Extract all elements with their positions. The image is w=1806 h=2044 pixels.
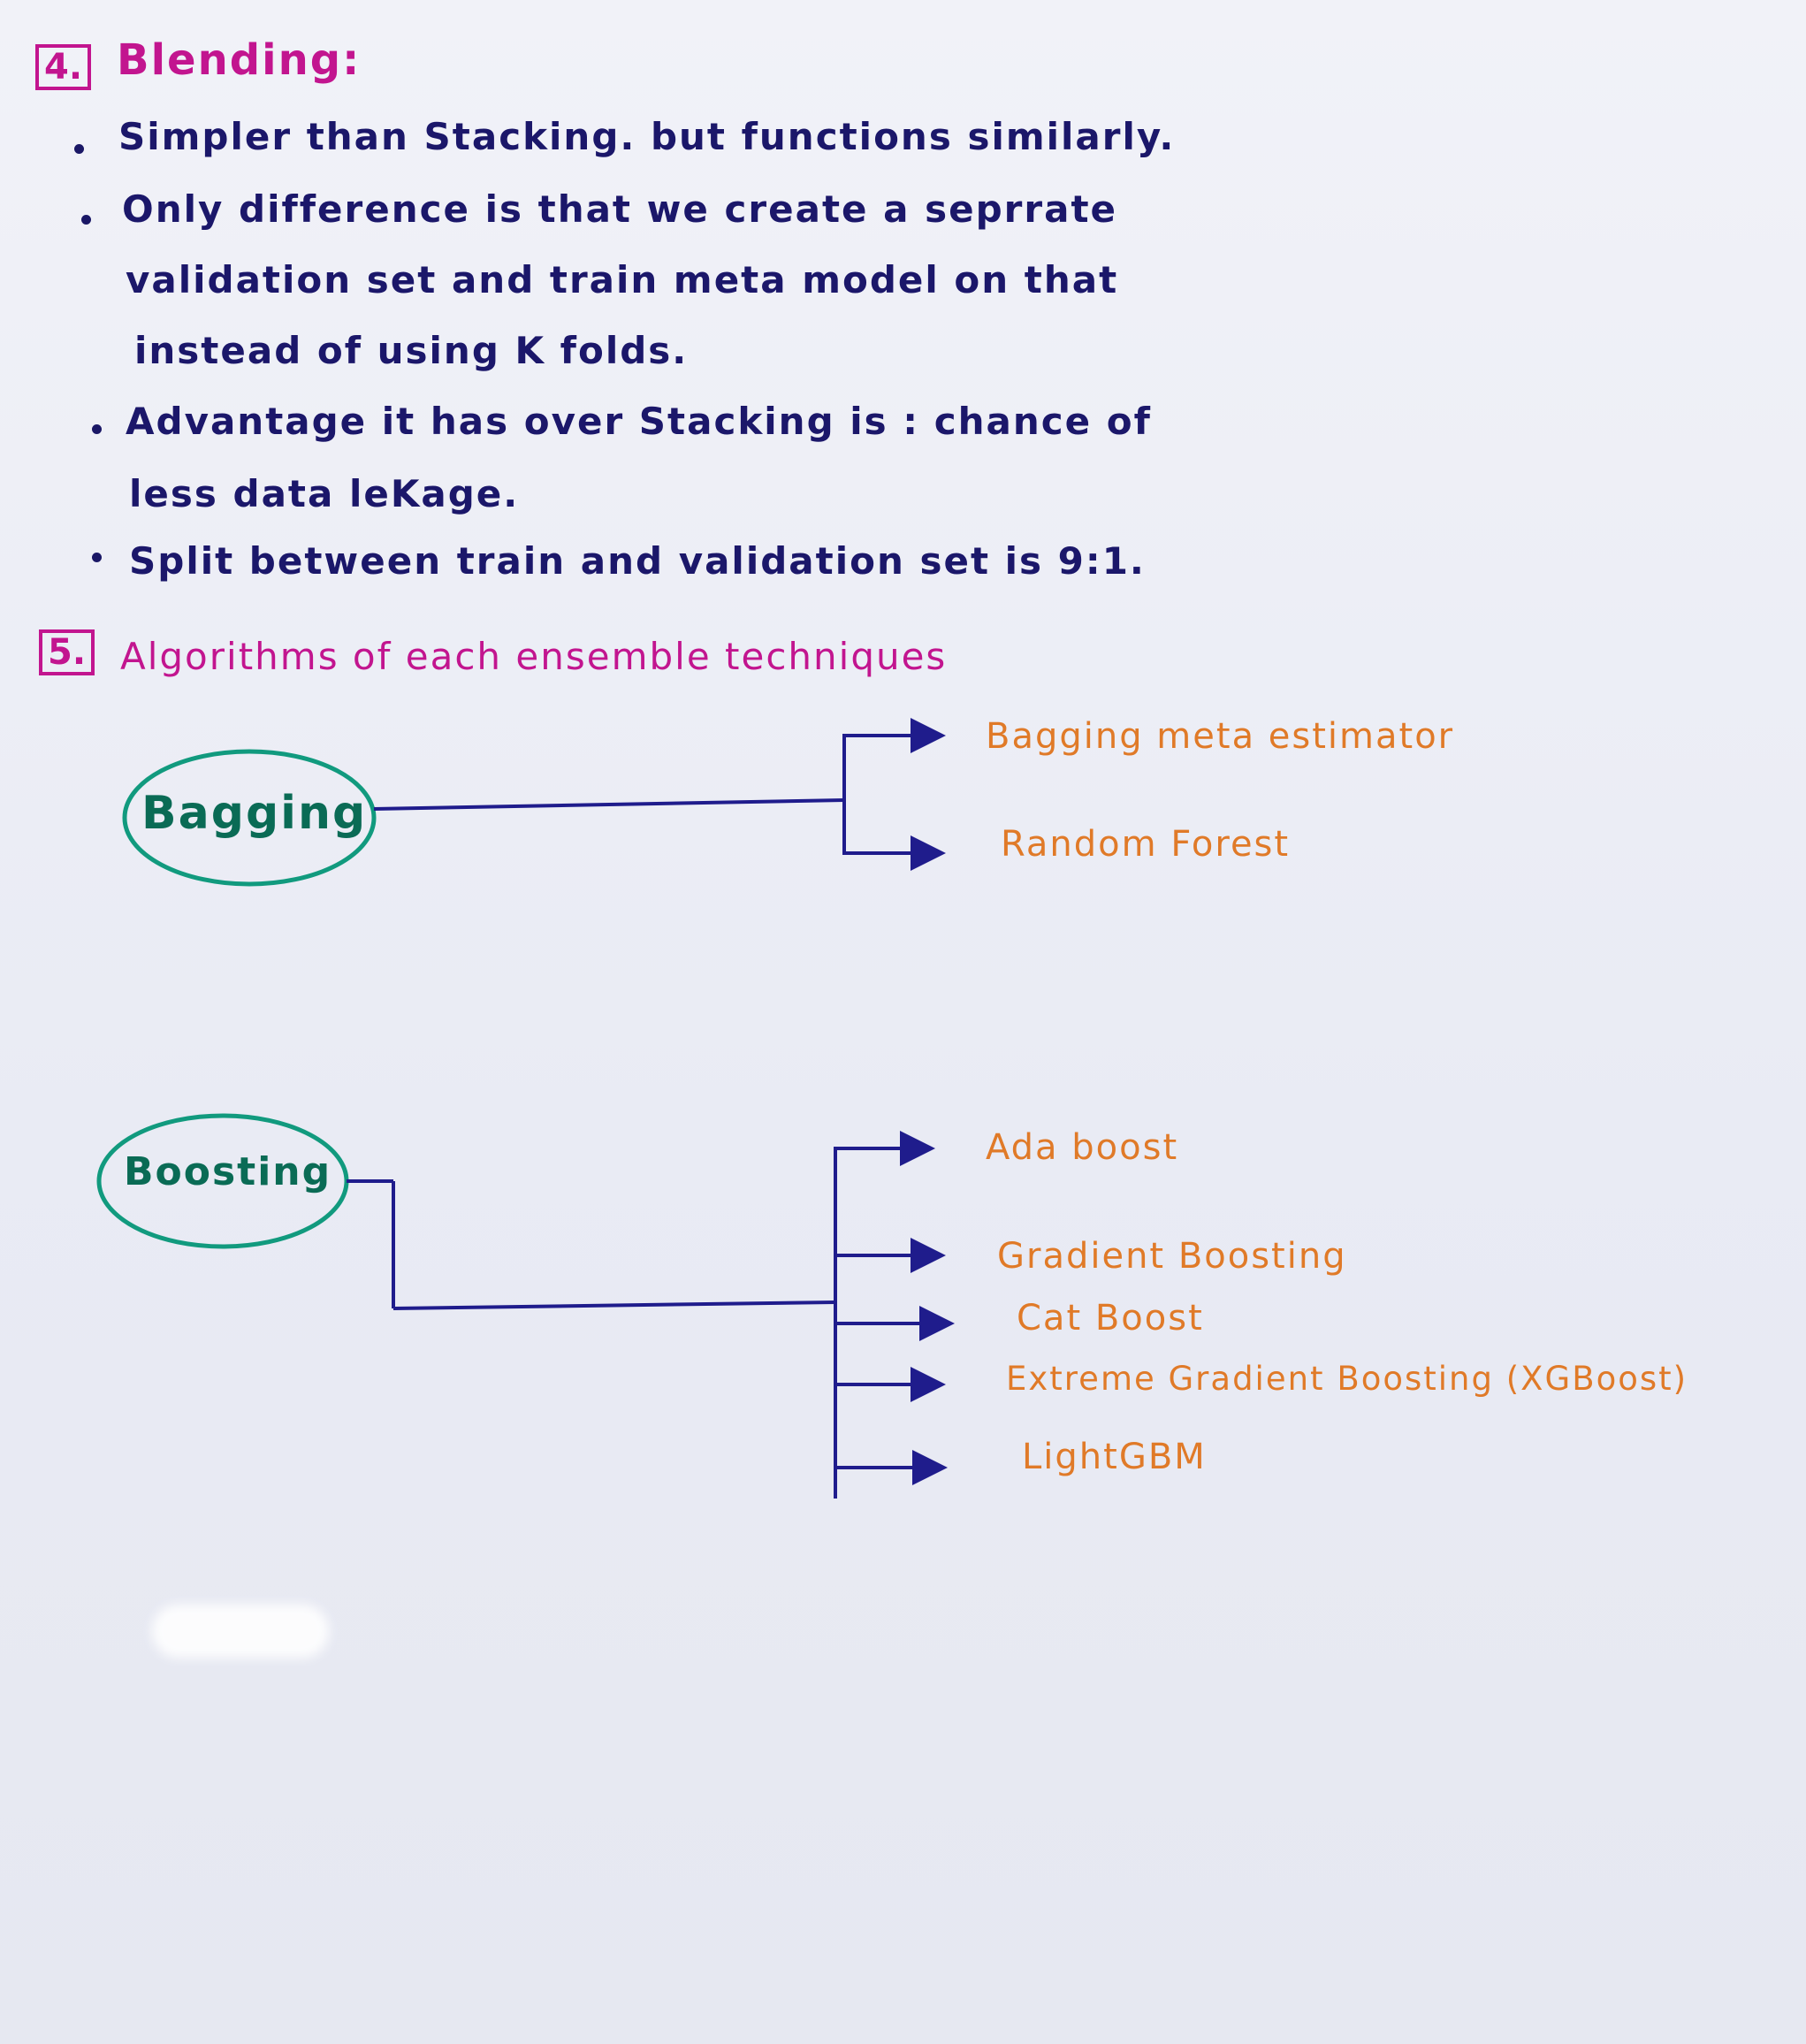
- boosting-trunk-line: [392, 1300, 836, 1310]
- boosting-item-xgboost: Extreme Gradient Boosting (XGBoost): [1006, 1360, 1688, 1398]
- bagging-item-meta-estimator: Bagging meta estimator: [986, 716, 1455, 757]
- bagging-ellipse: [122, 749, 377, 887]
- bagging-label: Bagging: [141, 787, 368, 840]
- bullet-dot: [92, 553, 102, 562]
- bagging-trunk-line: [373, 798, 845, 811]
- bullet-4-line-1: Split between train and validation set i…: [129, 539, 1146, 583]
- bullet-dot: [92, 424, 102, 434]
- bagging-item-random-forest: Random Forest: [1001, 824, 1291, 865]
- section-4-number: 4.: [35, 44, 92, 90]
- correction-fluid-smudge: [152, 1605, 329, 1658]
- section-5-number: 5.: [39, 629, 95, 675]
- boosting-item-lightgbm: LightGBM: [1022, 1437, 1207, 1477]
- bullet-dot: [74, 144, 84, 154]
- bullet-2-line-3: instead of using K folds.: [134, 329, 689, 372]
- bullet-dot: [81, 215, 91, 225]
- section-4-title: Blending:: [117, 35, 362, 85]
- bullet-2-line-2: validation set and train meta model on t…: [126, 258, 1119, 301]
- bullet-3-line-2: less data leKage.: [129, 472, 520, 515]
- boosting-item-gradient-boosting: Gradient Boosting: [997, 1236, 1347, 1277]
- boosting-label: Boosting: [124, 1149, 332, 1194]
- section-5-title: Algorithms of each ensemble techniques: [120, 635, 948, 678]
- bullet-1-line-1: Simpler than Stacking. but functions sim…: [118, 115, 1176, 158]
- boosting-item-catboost: Cat Boost: [1017, 1298, 1204, 1339]
- bullet-2-line-1: Only difference is that we create a sepr…: [122, 187, 1118, 231]
- boosting-item-adaboost: Ada boost: [986, 1127, 1179, 1168]
- bullet-3-line-1: Advantage it has over Stacking is : chan…: [126, 400, 1152, 443]
